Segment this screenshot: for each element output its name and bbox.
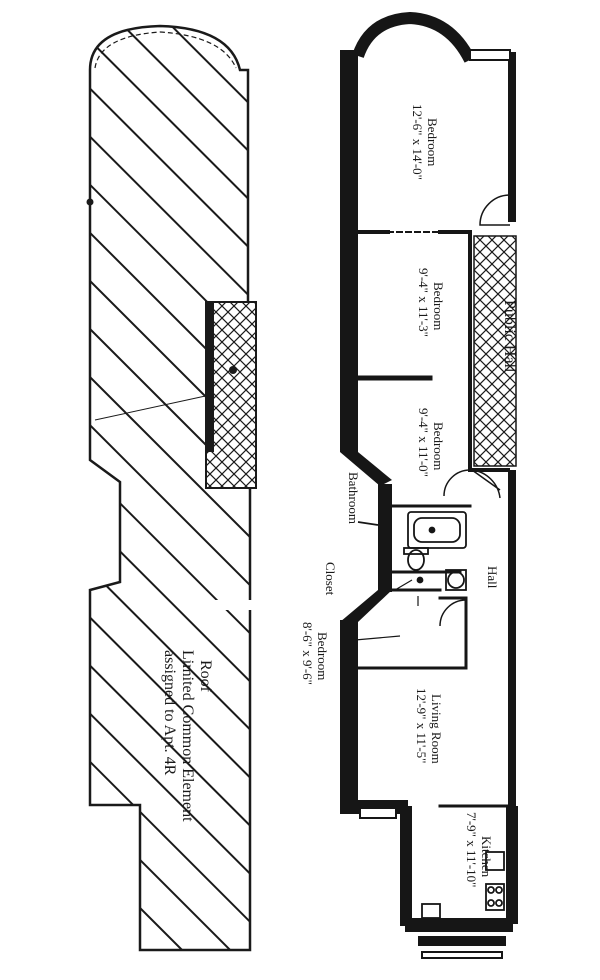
apartment-walls: [340, 50, 518, 932]
room-dims: 7'-9" x 11'-10": [464, 812, 479, 888]
room-name: Closet: [323, 562, 338, 596]
label-leaders: [354, 579, 419, 641]
room-dims: 12'-9" x 11'-5": [414, 688, 429, 764]
room-dims: 9'-4" x 11'-3": [416, 268, 431, 337]
roof-title: Roof: [197, 660, 214, 692]
roof-label: Roof Limited Common Element assigned to …: [160, 650, 214, 822]
room-name: Hall: [485, 566, 500, 589]
bay-window-bottom: [359, 807, 506, 959]
room-name: Living Room: [429, 694, 444, 764]
room-label-living: Living Room 12'-9" x 11'-5": [414, 688, 444, 764]
roof-area: [86, 24, 252, 952]
room-label-public-hall: Public Hall: [500, 300, 518, 372]
room-name: Kitchen: [479, 836, 494, 878]
room-label-bedroom-3: Bedroom 9'-4" x 11'-0": [416, 408, 446, 477]
doors: [439, 194, 511, 627]
room-label-bedroom-4: Bedroom 8'-6" x 9'-6": [300, 622, 330, 685]
room-name: Bedroom: [431, 422, 446, 471]
bay-window-top: [352, 11, 511, 63]
interior-partitions: [355, 230, 510, 808]
kitchen-fixtures: [421, 851, 505, 919]
room-dims: 12'-6" x 14'-0": [410, 104, 425, 180]
public-hall-area: [473, 235, 517, 467]
room-name: Bedroom: [315, 632, 330, 681]
room-label-bedroom-2: Bedroom 9'-4" x 11'-3": [416, 268, 446, 337]
room-label-bathroom: Bathroom: [346, 472, 361, 524]
room-name: Bedroom: [431, 282, 446, 331]
bathroom-fixtures: [357, 511, 467, 591]
room-label-kitchen: Kitchen 7'-9" x 11'-10": [464, 812, 494, 887]
roof-label-gap: [208, 600, 254, 610]
room-label-closet: Closet: [323, 562, 338, 595]
room-label-hall: Hall: [485, 566, 500, 588]
roof-line-1: Limited Common Element: [179, 650, 196, 822]
roof-hatch-box: [205, 301, 257, 489]
room-name: Bedroom: [425, 118, 440, 167]
room-label-bedroom-top: Bedroom 12'-6" x 14'-0": [410, 104, 440, 180]
room-name: Public Hall: [501, 300, 518, 373]
roof-line-2: assigned to Apt. 4R: [161, 650, 178, 776]
room-name: Bathroom: [346, 472, 361, 524]
room-dims: 9'-4" x 11'-0": [416, 408, 431, 477]
room-dims: 8'-6" x 9'-6": [300, 622, 315, 685]
